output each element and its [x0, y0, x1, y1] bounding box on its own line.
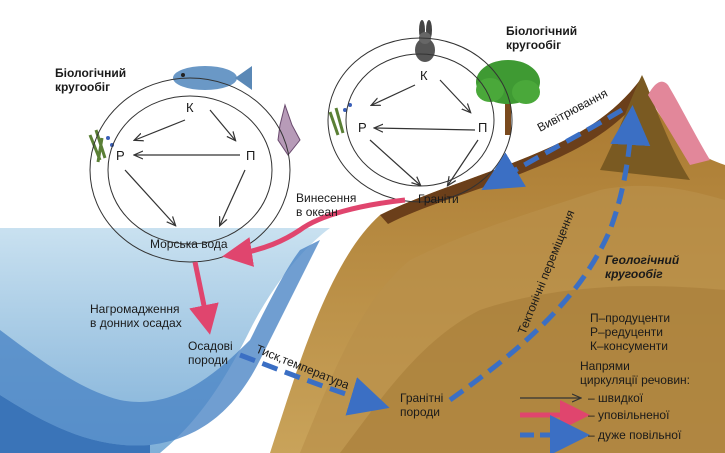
- runoff-label-1: Винесення: [296, 191, 356, 205]
- legend-consumers: К–консументи: [590, 339, 668, 353]
- runoff-label-2: в океан: [296, 205, 338, 219]
- pressure-arrow: [239, 352, 390, 416]
- bio-cycle-left: К Р П Біологічний кругообіг: [55, 66, 291, 263]
- continent-deep: [340, 286, 725, 453]
- tree-icon: [476, 60, 540, 135]
- granite-rocks-label-2: породи: [400, 405, 440, 419]
- node-producers-right: П: [478, 120, 487, 135]
- node-producers-left: П: [246, 148, 255, 163]
- granites-top-label: Граніти: [418, 192, 459, 206]
- fish-icon: [173, 66, 252, 90]
- accumulation-arrow: [189, 261, 219, 335]
- bio-cycle-right: К Р П Біологічний кругообіг: [327, 24, 577, 203]
- sea-deep-layer: [0, 395, 150, 453]
- legend-heading-2: циркуляції речовин:: [580, 373, 690, 387]
- decomposer-icon-right: [328, 103, 352, 136]
- bio-cycle-left-title-2: кругообіг: [55, 80, 110, 94]
- sea-water-label: Морська вода: [150, 237, 228, 251]
- soil-layer: [380, 80, 645, 224]
- granite-rocks-label-1: Гранітні: [400, 391, 443, 405]
- legend-heading-1: Напрями: [580, 359, 630, 373]
- legend-fast: – швидкої: [588, 391, 644, 405]
- legend-very-slow: – дуже повільної: [588, 428, 682, 442]
- legend: П–продуценти Р–редуценти К–консументи На…: [520, 311, 690, 453]
- node-reducers-right: Р: [358, 120, 367, 135]
- geo-cycle-title-1: Геологічний: [605, 253, 680, 267]
- node-consumers-left: К: [186, 100, 194, 115]
- node-reducers-left: Р: [116, 148, 125, 163]
- bio-cycle-left-title-1: Біологічний: [55, 66, 126, 80]
- plankton-icon: [277, 103, 301, 156]
- sediments-label-2: породи: [188, 353, 228, 367]
- bio-cycle-right-title-2: кругообіг: [506, 38, 561, 52]
- runoff-arrow: [222, 197, 406, 267]
- accumulation-label-2: в донних осадах: [90, 316, 182, 330]
- legend-producers: П–продуценти: [590, 311, 670, 325]
- legend-reducers: Р–редуценти: [590, 325, 663, 339]
- bio-cycle-right-title-1: Біологічний: [506, 24, 577, 38]
- sediments-label-1: Осадові: [188, 339, 233, 353]
- mountain-pink: [648, 81, 710, 165]
- accumulation-label-1: Нагромадження: [90, 302, 179, 316]
- legend-slow: – уповільненої: [588, 408, 670, 422]
- node-consumers-right: К: [420, 68, 428, 83]
- rabbit-icon: [415, 20, 435, 62]
- weathering-arrow: [481, 107, 624, 191]
- sea-bottom-sediment: [0, 240, 320, 446]
- geo-cycle-title-2: кругообіг: [605, 267, 663, 281]
